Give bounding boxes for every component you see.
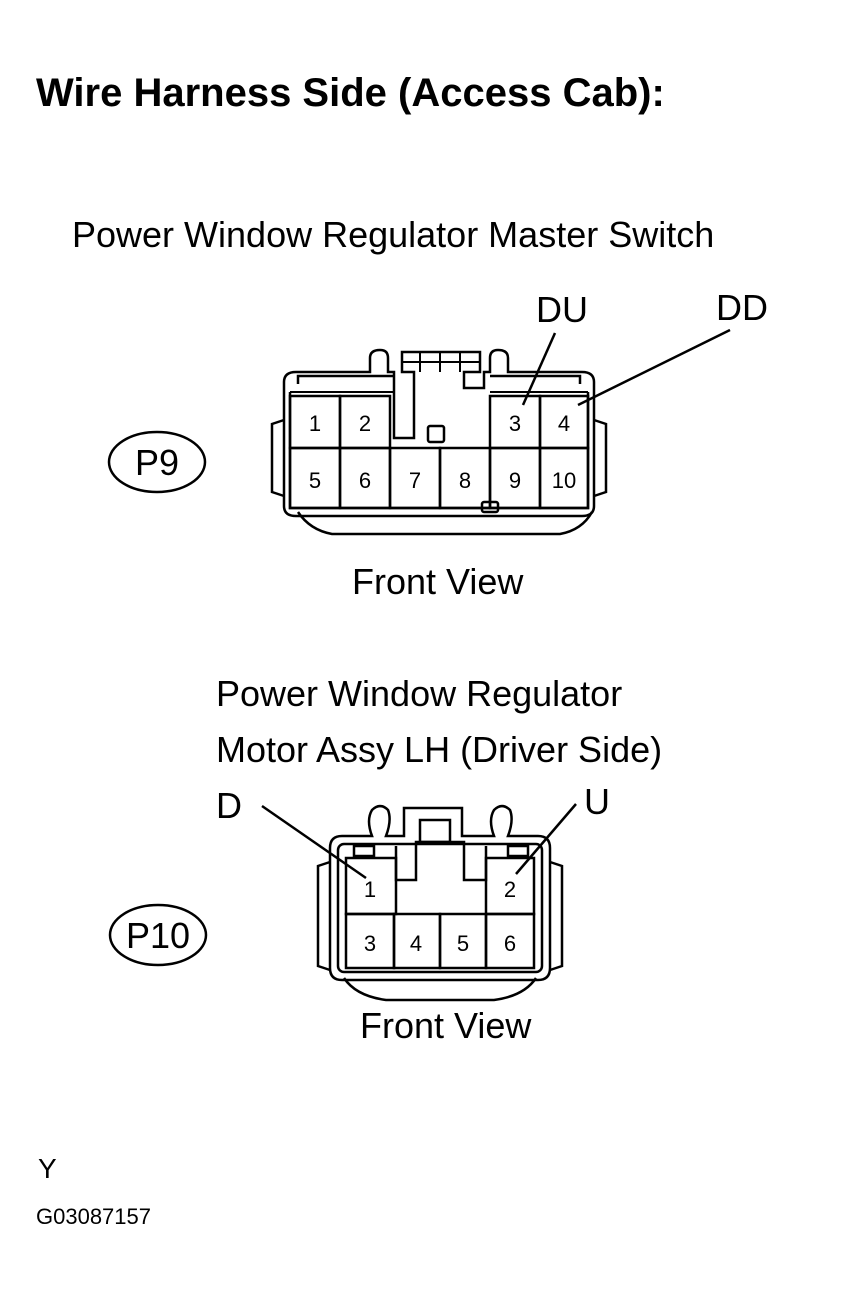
- p9-dd-leader-line: [577, 328, 731, 407]
- p9-pin-10: 10: [552, 468, 576, 493]
- p10-pin-5: 5: [457, 931, 469, 956]
- p10-callout-d: D: [216, 785, 242, 826]
- p10-callout-u: U: [584, 781, 610, 822]
- page-title: Wire Harness Side (Access Cab):: [36, 71, 665, 115]
- p10-pin-3: 3: [364, 931, 376, 956]
- p9-pin-7: 7: [409, 468, 421, 493]
- p9-pin-8: 8: [459, 468, 471, 493]
- p9-badge-ellipse: [107, 430, 207, 494]
- p9-pin-6: 6: [359, 468, 371, 493]
- figure-id: G03087157: [36, 1204, 151, 1229]
- p9-pin-9: 9: [509, 468, 521, 493]
- p9-pin-1: 1: [309, 411, 321, 436]
- p9-connector-body: [270, 348, 608, 536]
- p9-du-leader-line: [521, 332, 557, 406]
- p10-pin-4: 4: [410, 931, 422, 956]
- p10-pin-6: 6: [504, 931, 516, 956]
- p9-pin-5: 5: [309, 468, 321, 493]
- p9-callout-du: DU: [536, 289, 588, 330]
- p9-pin-2: 2: [359, 411, 371, 436]
- p9-badge: P9: [135, 442, 179, 483]
- p10-badge-ellipse: [108, 903, 208, 967]
- p10-d-leader-line: [261, 804, 367, 880]
- p10-front-view-label: Front View: [360, 1005, 532, 1046]
- p10-connector-name-line1: Power Window Regulator: [216, 673, 622, 714]
- p10-connector-name-line2: Motor Assy LH (Driver Side): [216, 729, 662, 770]
- p9-front-view-label: Front View: [352, 561, 524, 602]
- footer-code: Y: [38, 1153, 57, 1184]
- p10-pin-1: 1: [364, 877, 376, 902]
- p9-connector-name: Power Window Regulator Master Switch: [72, 214, 714, 255]
- p10-pin-2: 2: [504, 877, 516, 902]
- p10-connector-body: [316, 804, 564, 1002]
- p9-pin-4: 4: [558, 411, 570, 436]
- p10-badge: P10: [126, 915, 190, 956]
- p9-callout-dd: DD: [716, 287, 768, 328]
- p9-pin-3: 3: [509, 411, 521, 436]
